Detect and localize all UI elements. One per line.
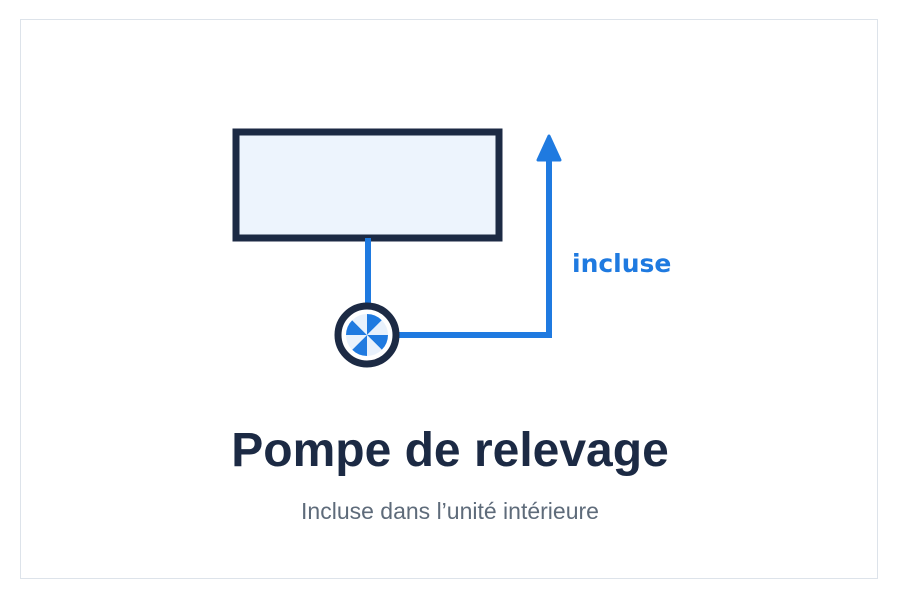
flow-label: incluse bbox=[572, 249, 671, 278]
pump-impeller-icon bbox=[334, 302, 400, 368]
discharge-pipe bbox=[396, 158, 552, 338]
info-card bbox=[20, 19, 878, 579]
page-title: Pompe de relevage bbox=[231, 424, 669, 477]
page-subtitle: Incluse dans l’unité intérieure bbox=[301, 498, 599, 524]
tank-rectangle-icon bbox=[232, 128, 503, 242]
arrow-up-icon bbox=[536, 134, 562, 162]
